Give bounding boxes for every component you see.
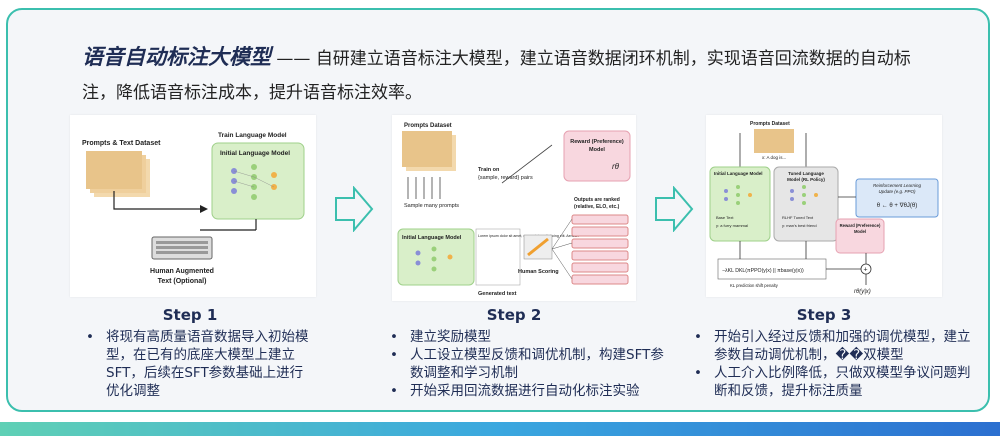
- p2-reward-model-box: [563, 130, 631, 182]
- step2-diagram: Prompts Dataset Sample many prompts Init…: [392, 115, 636, 301]
- p2-human-scoring: Human Scoring: [518, 269, 559, 275]
- p2-outputs-line1: Outputs are ranked: [574, 197, 620, 203]
- p3-reward-box: [835, 218, 885, 254]
- p1-human-aug-line1: Human Augmented: [150, 268, 214, 275]
- p2-dataset-label: Prompts Dataset: [404, 123, 452, 129]
- p1-initial-model-box: [211, 142, 305, 220]
- step3-bullets: 开始引入经过反馈和加强的调优模型，建立参数自动调优机制，��双模型 人工介入比例…: [690, 328, 980, 400]
- p3-tuned-line1: Tuned Language: [788, 171, 824, 176]
- step2-bullet: 开始采用回流数据进行自动化标注实验: [386, 382, 668, 400]
- p1-keyboard-icon: [151, 236, 213, 260]
- step1-title: Step 1: [162, 306, 218, 324]
- p3-output-formula: rθ(y|x): [854, 289, 871, 295]
- svg-text:+: +: [864, 267, 868, 274]
- p3-tuned-text: RLHF Tuned Text: [782, 215, 814, 220]
- step2-bullet: 人工设立模型反馈和调优机制，构建SFT参数调整和学习机制: [386, 346, 668, 382]
- p2-reward-line1: Reward (Preference): [570, 139, 624, 145]
- p3-kl-label: KL prediction shift penalty: [730, 283, 779, 288]
- step-arrow-1: [335, 186, 374, 232]
- headline-title: 语音自动标注大模型: [82, 45, 271, 69]
- step2-bullet: 建立奖励模型: [386, 328, 668, 346]
- p2-initial-model-box: [397, 228, 475, 286]
- p3-initial-model-label: Initial Language Model: [714, 171, 763, 176]
- p2-reward-line2: Model: [589, 147, 605, 153]
- bottom-gradient-bar: [0, 422, 1000, 436]
- p2-ranked-outputs: [551, 214, 629, 285]
- p3-reward-line2: Model: [854, 229, 866, 234]
- p3-document-stack: [754, 129, 794, 153]
- p3-prompt-x: x: A dog is...: [762, 155, 786, 160]
- p1-train-title: Train Language Model: [218, 132, 287, 139]
- step1-bullets: 将现有高质量语音数据导入初始模型，在已有的底座大模型上建立SFT，后续在SFT参…: [82, 328, 314, 400]
- step3-bullet: 开始引入经过反馈和加强的调优模型，建立参数自动调优机制，��双模型: [690, 328, 980, 364]
- p2-sample-arrows: [407, 177, 441, 199]
- step2-bullets: 建立奖励模型 人工设立模型反馈和调优机制，构建SFT参数调整和学习机制 开始采用…: [386, 328, 668, 400]
- p3-rl-formula: θ ← θ + ∇θJ(θ): [877, 202, 918, 209]
- p3-base-y: y: a furry mammal: [716, 223, 748, 228]
- p3-base-text: Base Text: [716, 215, 734, 220]
- p3-rl-box: [855, 178, 939, 218]
- p3-dataset-label: Prompts Dataset: [750, 121, 790, 127]
- headline-dash: ——: [271, 49, 316, 69]
- p1-network-icon: [231, 164, 277, 200]
- p2-initial-model-label: Initial Language Model: [402, 235, 462, 241]
- p1-initial-model-label: Initial Language Model: [220, 150, 290, 157]
- p3-initial-model-box: [709, 166, 771, 242]
- step2-title: Step 2: [486, 306, 542, 324]
- p2-outputs-line2: (relative, ELO, etc.): [574, 204, 620, 210]
- headline-text: 自研建立语音标注大模型，建立语音数据闭环机制，实现语音回流数据的自动标注，降低语…: [82, 49, 911, 103]
- step1-diagram: Prompts & Text Dataset Train Language Mo…: [70, 115, 316, 297]
- step3-title: Step 3: [796, 306, 852, 324]
- p2-network-icon: [415, 246, 453, 272]
- p2-train-on-line2: {sample, reward} pairs: [478, 175, 533, 181]
- p2-reward-symbol: rθ: [612, 162, 620, 171]
- p3-rl-line2: Update (e.g. PPO): [878, 189, 916, 194]
- p3-network-icons: [724, 185, 818, 205]
- p3-tuned-line2: Model (RL Policy): [787, 177, 825, 182]
- headline: 语音自动标注大模型 —— 自研建立语音标注大模型，建立语音数据闭环机制，实现语音…: [82, 40, 942, 110]
- p3-reward-line1: Reward (Preference): [840, 223, 881, 228]
- p1-dataset-label: Prompts & Text Dataset: [82, 140, 161, 147]
- p1-document-stack: [86, 151, 150, 197]
- p2-pen-icon: [523, 234, 553, 260]
- p2-sample-label: Sample many prompts: [404, 203, 459, 209]
- p2-generated-label: Generated text: [478, 291, 517, 297]
- p2-document-stack: [402, 131, 456, 171]
- p1-human-aug-line2: Text (Optional): [158, 278, 207, 285]
- step3-bullet: 人工介入比例降低，只做双模型争议问题判断和反馈，提升标注质量: [690, 364, 980, 400]
- step-arrow-2: [655, 186, 694, 232]
- p3-tuned-y: y: man's best friend: [782, 223, 817, 228]
- step3-diagram: Prompts Dataset x: A dog is... Initial L…: [706, 115, 942, 297]
- step1-bullet: 将现有高质量语音数据导入初始模型，在已有的底座大模型上建立SFT，后续在SFT参…: [82, 328, 314, 400]
- p3-kl-formula: −λKL DKL(πPPO(y|x) || πbase(y|x)): [722, 268, 804, 274]
- p3-rl-line1: Reinforcement Learning: [873, 183, 922, 188]
- p2-train-on-line1: Train on: [478, 167, 500, 173]
